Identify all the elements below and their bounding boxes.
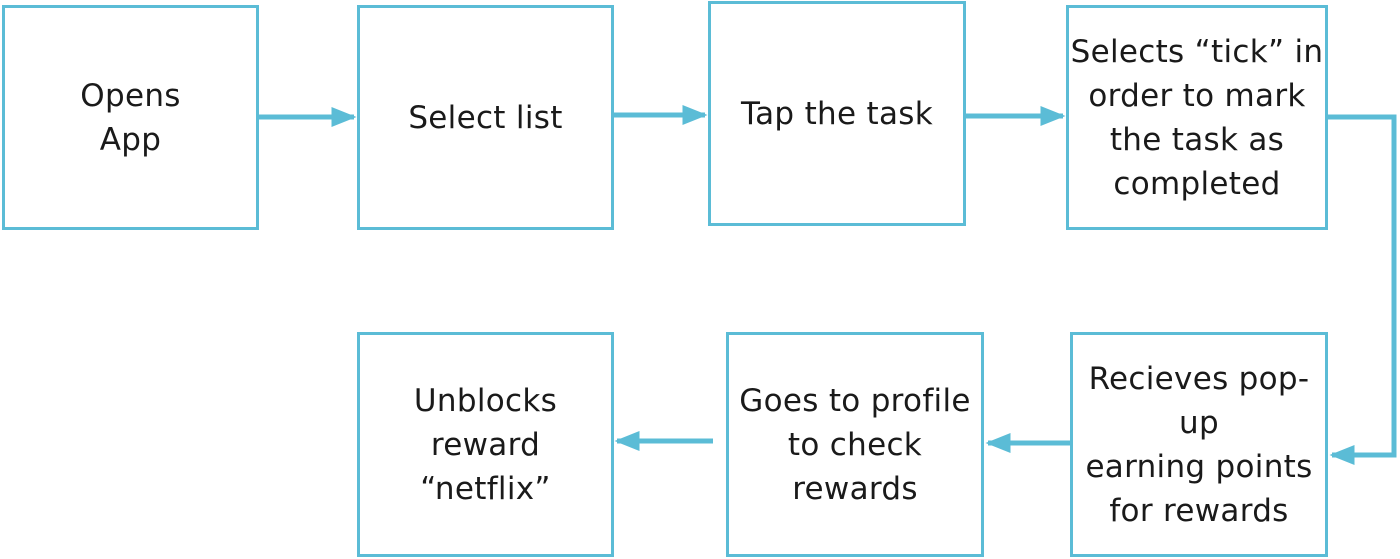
step-opens-app: Opens App	[2, 5, 259, 230]
step-label: Select list	[408, 99, 563, 136]
step-label: Selects “tick” in order to mark the task…	[1070, 33, 1324, 202]
step-label: Tap the task	[741, 95, 933, 132]
step-goes-to-profile: Goes to profile to check rewards	[726, 332, 984, 557]
step-select-list: Select list	[357, 5, 614, 230]
step-recieves-popup: Recieves pop- up earning points for rewa…	[1070, 332, 1328, 557]
step-selects-tick: Selects “tick” in order to mark the task…	[1066, 5, 1328, 230]
arrow-selects-tick-to-recieves-popup	[1328, 114, 1397, 465]
step-label: Goes to profile to check rewards	[739, 382, 971, 507]
step-label: Recieves pop- up earning points for rewa…	[1085, 360, 1313, 529]
step-label: Unblocks reward “netflix”	[413, 382, 558, 507]
step-unblocks-reward: Unblocks reward “netflix”	[357, 332, 614, 557]
step-tap-the-task: Tap the task	[708, 1, 966, 226]
step-label: Opens App	[80, 77, 181, 158]
